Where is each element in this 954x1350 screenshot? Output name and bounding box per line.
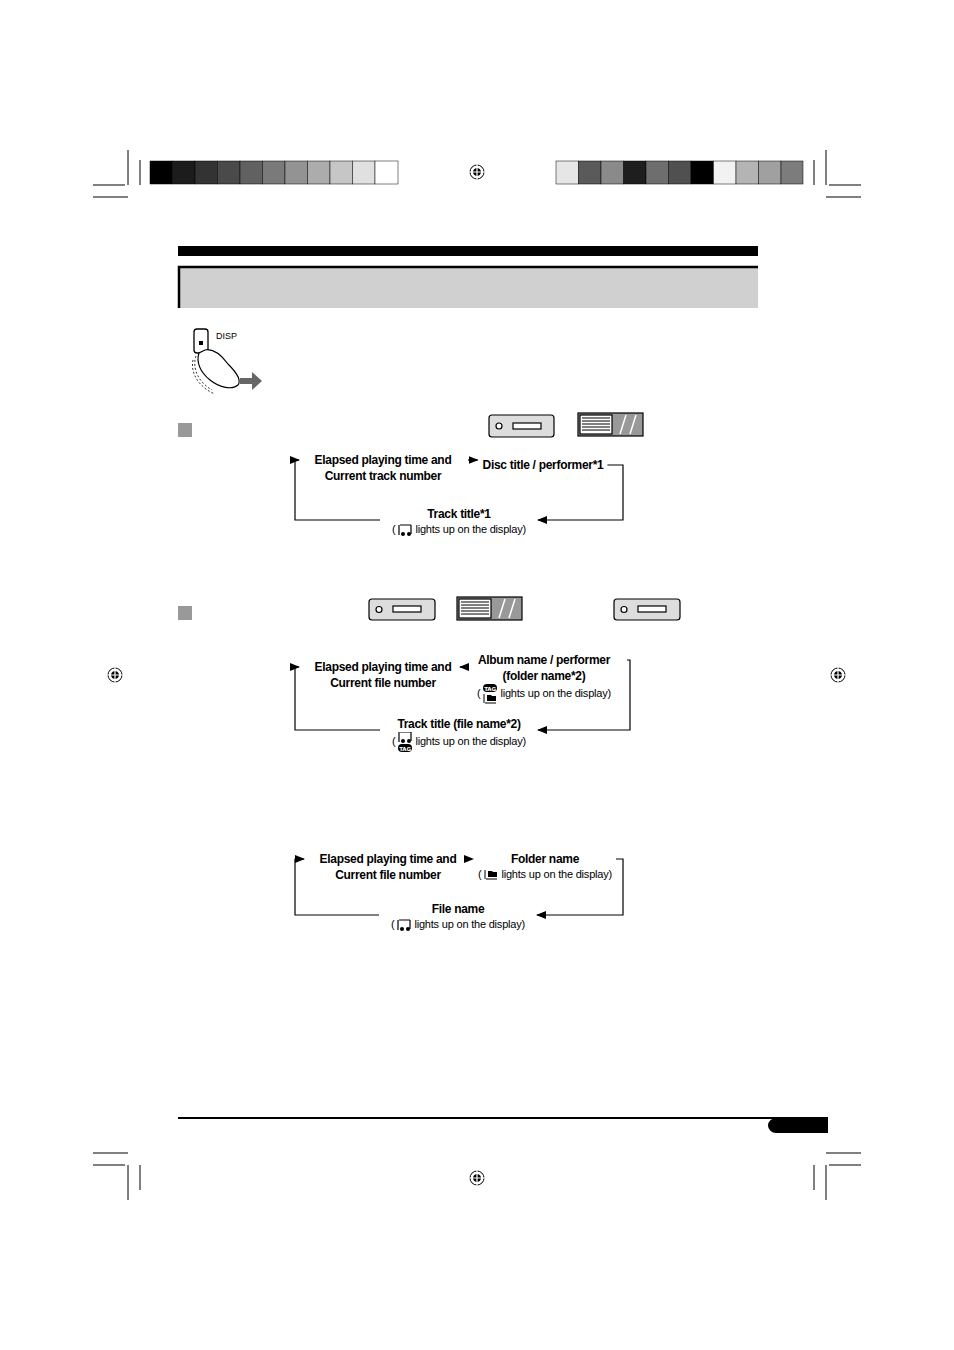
display-icon	[578, 413, 643, 436]
crop-marks	[93, 150, 861, 1200]
cycle-arrow	[295, 859, 379, 915]
indicator-note: (	[392, 523, 395, 535]
page-number-tab	[768, 1118, 828, 1133]
indicator-icon: TAG	[397, 732, 413, 752]
item-title: Album name / performer (folder name*2)	[478, 653, 610, 683]
indicator-note: lights up on the display)	[415, 735, 526, 747]
registration-marks	[106, 163, 847, 1187]
unit-icon	[489, 415, 554, 437]
display-item: Elapsed playing time and Current track n…	[303, 452, 463, 484]
cycle-arrow	[460, 666, 468, 667]
footer-rule	[178, 1117, 828, 1119]
indicator-note: lights up on the display)	[501, 868, 612, 880]
item-title: Folder name	[511, 852, 579, 866]
indicator-note: (	[477, 687, 480, 699]
section-marker	[178, 423, 192, 437]
item-title: Elapsed playing time and Current file nu…	[320, 852, 457, 882]
indicator-icon	[397, 524, 413, 536]
indicator-note: (	[478, 868, 481, 880]
display-item: Elapsed playing time and Current file nu…	[303, 659, 463, 691]
item-title: Elapsed playing time and Current track n…	[315, 453, 452, 483]
display-item: Folder name ( lights up on the display)	[478, 851, 612, 882]
section-marker	[178, 606, 192, 620]
item-title: File name	[432, 902, 485, 916]
svg-text:TAG: TAG	[485, 686, 497, 692]
display-icon	[457, 597, 522, 620]
disp-button-illustration	[192, 329, 262, 394]
color-bar-right	[556, 161, 803, 184]
title-band	[178, 266, 758, 308]
unit-icon	[614, 599, 680, 620]
cycle-arrow	[538, 465, 623, 520]
color-bar-left	[150, 161, 398, 184]
display-item: Album name / performer (folder name*2) ( T…	[465, 652, 623, 704]
unit-icon	[369, 599, 435, 620]
button-label: DISP	[216, 331, 237, 341]
indicator-note: lights up on the display)	[415, 523, 526, 535]
item-title: Track title (file name*2)	[397, 717, 520, 731]
header-rule	[178, 246, 758, 256]
item-title: Track title*1	[427, 507, 490, 521]
cycle-arrow	[537, 859, 623, 915]
svg-text:TAG: TAG	[400, 746, 412, 752]
display-item: Track title*1 ( lights up on the display)	[392, 506, 526, 537]
indicator-icon	[483, 869, 499, 881]
indicator-note: (	[391, 918, 394, 930]
indicator-note: lights up on the display)	[414, 918, 525, 930]
display-item: File name ( lights up on the display)	[391, 901, 525, 932]
indicator-icon	[396, 919, 412, 931]
indicator-note: lights up on the display)	[500, 687, 611, 699]
indicator-note: (	[392, 735, 395, 747]
cycle-arrow	[468, 459, 478, 460]
display-item: Track title (file name*2)( TAGlights up o…	[392, 716, 526, 752]
display-item: Elapsed playing time and Current file nu…	[308, 851, 468, 883]
item-title: Disc title / performer*1	[483, 458, 604, 472]
title-band-edge	[179, 267, 758, 308]
indicator-icon: TAG	[482, 684, 498, 704]
item-title: Elapsed playing time and Current file nu…	[315, 660, 452, 690]
display-item: Disc title / performer*1	[483, 457, 604, 473]
